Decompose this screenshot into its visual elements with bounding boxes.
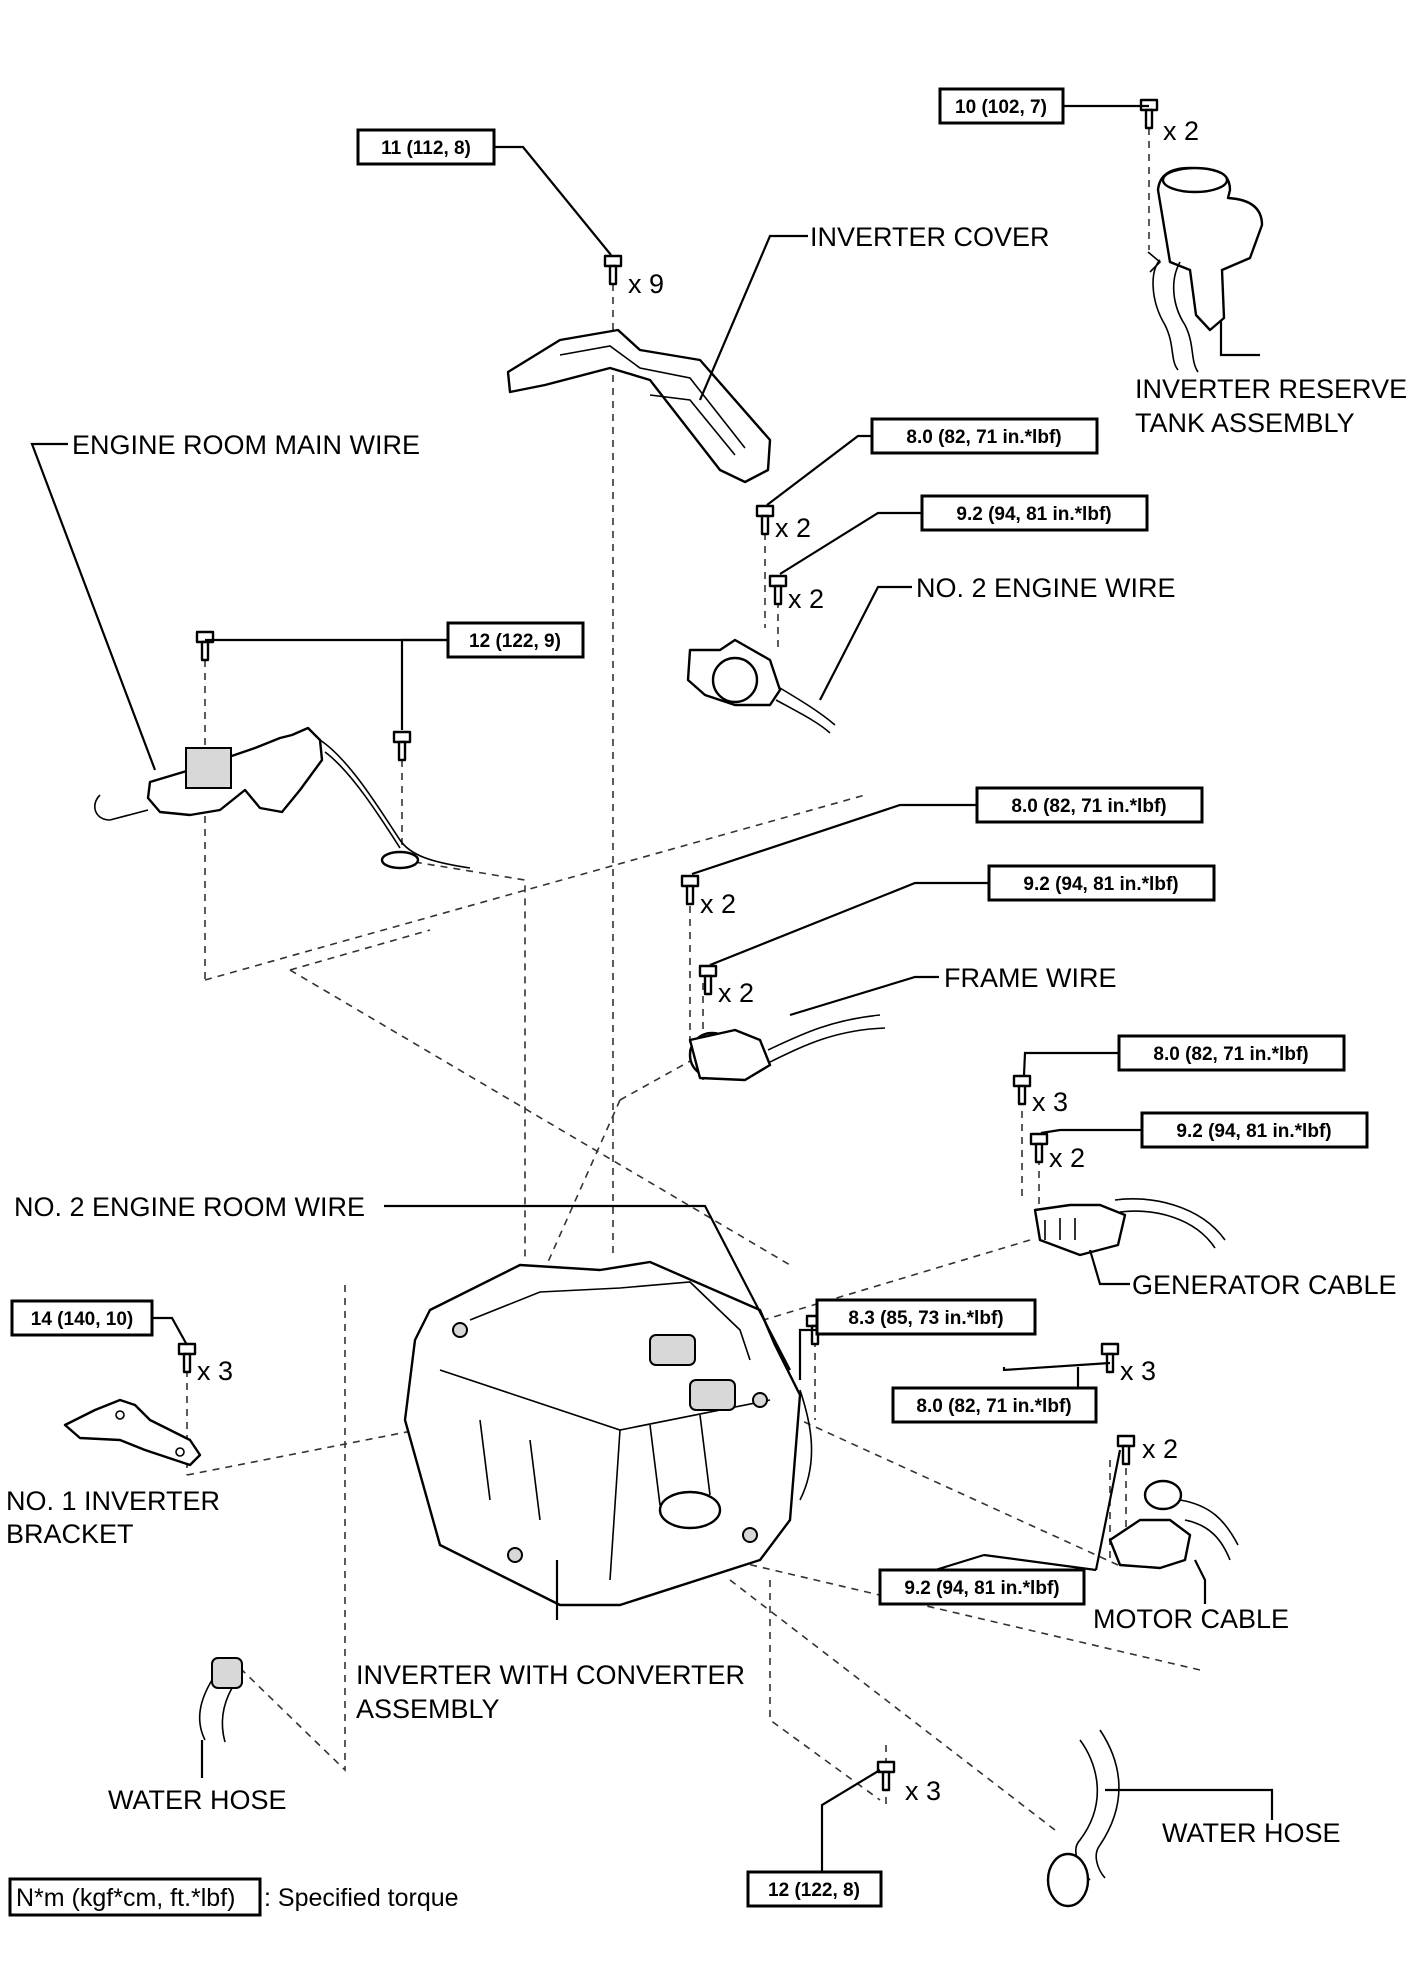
label-no1-bracket-line2: BRACKET [6,1519,134,1549]
label-water-hose-right: WATER HOSE [1162,1818,1341,1848]
label-generator-cable: GENERATOR CABLE [1132,1270,1397,1300]
svg-text:8.0 (82, 71 in.*lbf): 8.0 (82, 71 in.*lbf) [906,427,1061,448]
svg-text:12 (122, 9): 12 (122, 9) [469,631,561,652]
torque-box-no2ew-b: 9.2 (94, 81 in.*lbf) [920,494,1149,532]
bolt-icons [177,98,1159,1792]
label-frame-wire: FRAME WIRE [944,963,1117,993]
no1-inverter-bracket-part [63,1398,202,1467]
svg-text:x 2: x 2 [1163,116,1199,146]
svg-text:8.0 (82, 71 in.*lbf): 8.0 (82, 71 in.*lbf) [1011,796,1166,817]
svg-text:x 2: x 2 [700,889,736,919]
bolt-icon [1139,98,1159,130]
inverter-converter-part [403,1260,813,1607]
bolt-icon [1116,1434,1136,1466]
label-water-hose-left: WATER HOSE [108,1785,287,1815]
svg-text:x 3: x 3 [1120,1356,1156,1386]
legend-text: : Specified torque [264,1884,459,1912]
svg-text:x 2: x 2 [1142,1434,1178,1464]
label-inverter-converter-line2: ASSEMBLY [356,1694,500,1724]
svg-text:x 3: x 3 [905,1776,941,1806]
torque-box-no2ew-a: 8.0 (82, 71 in.*lbf) [870,417,1099,455]
torque-box-cover: 11 (112, 8) [356,128,496,166]
torque-box-bottom: 12 (122, 8) [746,1870,883,1908]
label-no2-engine-room-wire: NO. 2 ENGINE ROOM WIRE [14,1192,365,1222]
svg-text:11 (112, 8): 11 (112, 8) [381,138,471,159]
bolt-icon [755,504,775,536]
no2-engine-wire-part [686,638,836,734]
torque-box-main-wire: 12 (122, 9) [446,621,585,659]
torque-box-bracket: 14 (140, 10) [10,1299,154,1337]
svg-text:10 (102, 7): 10 (102, 7) [955,97,1047,118]
svg-text:8.0 (82, 71 in.*lbf): 8.0 (82, 71 in.*lbf) [1153,1044,1308,1065]
bolt-icon [177,1342,197,1374]
label-reserve-tank-line1: INVERTER RESERVE [1135,374,1407,404]
svg-text:8.0 (82, 71 in.*lbf): 8.0 (82, 71 in.*lbf) [916,1396,1071,1417]
bolt-icon [876,1760,896,1792]
torque-box-gen-a: 8.0 (82, 71 in.*lbf) [1117,1034,1346,1072]
svg-text:x 2: x 2 [788,584,824,614]
bolt-icon [1100,1342,1120,1374]
bolt-icon [603,254,623,286]
torque-box-tank: 10 (102, 7) [938,87,1065,125]
svg-text:x 2: x 2 [718,978,754,1008]
bolt-icon [680,874,700,906]
bolt-quantities: x 2 x 9 x 2 x 2 x 2 x 2 x 3 x 2 x 3 x 3 … [197,116,1199,1806]
torque-box-gen-b: 9.2 (94, 81 in.*lbf) [1140,1111,1369,1149]
svg-text:9.2 (94, 81 in.*lbf): 9.2 (94, 81 in.*lbf) [1023,874,1178,895]
torque-legend: N*m (kgf*cm, ft.*lbf) : Specified torque [8,1877,459,1917]
svg-text:x 2: x 2 [775,513,811,543]
motor-cable-part [1108,1479,1239,1570]
torque-box-frame-b: 9.2 (94, 81 in.*lbf) [987,864,1216,902]
generator-cable-part [1033,1197,1226,1257]
bolt-icon [698,964,718,996]
svg-text:x 9: x 9 [628,269,664,299]
bolt-icon [1029,1132,1049,1164]
svg-text:9.2 (94, 81 in.*lbf): 9.2 (94, 81 in.*lbf) [904,1578,1059,1599]
bolt-icon [768,574,788,606]
bolt-icon [195,630,215,662]
torque-box-no2erw: 8.3 (85, 73 in.*lbf) [815,1298,1037,1336]
svg-text:9.2 (94, 81 in.*lbf): 9.2 (94, 81 in.*lbf) [1176,1121,1331,1142]
svg-text:9.2 (94, 81 in.*lbf): 9.2 (94, 81 in.*lbf) [956,504,1111,525]
label-inverter-converter-line1: INVERTER WITH CONVERTER [356,1660,745,1690]
label-no2-engine-wire: NO. 2 ENGINE WIRE [916,573,1176,603]
label-inverter-cover: INVERTER COVER [810,222,1050,252]
part-labels: INVERTER COVER INVERTER RESERVE TANK ASS… [6,222,1407,1848]
inverter-cover-part [506,328,772,484]
water-hose-left-part [198,1657,243,1743]
inverter-reserve-tank-part [1147,166,1264,373]
label-reserve-tank-line2: TANK ASSEMBLY [1135,408,1355,438]
svg-text:8.3 (85, 73 in.*lbf): 8.3 (85, 73 in.*lbf) [848,1308,1003,1329]
torque-specs: 10 (102, 7) 11 (112, 8) 8.0 (82, 71 in.*… [10,87,1369,1908]
bolt-icon [392,730,412,762]
label-motor-cable: MOTOR CABLE [1093,1604,1289,1634]
torque-box-motor-b: 9.2 (94, 81 in.*lbf) [878,1568,1086,1606]
water-hose-right-part [1046,1729,1120,1908]
engine-room-main-wire-part [94,726,471,870]
svg-text:x 3: x 3 [197,1356,233,1386]
leader-lines [30,104,1274,1872]
frame-wire-part [688,1014,886,1082]
svg-text:x 2: x 2 [1049,1143,1085,1173]
svg-text:14 (140, 10): 14 (140, 10) [31,1309,133,1330]
svg-text:x 3: x 3 [1032,1087,1068,1117]
torque-box-motor-a: 8.0 (82, 71 in.*lbf) [891,1386,1098,1424]
label-no1-bracket-line1: NO. 1 INVERTER [6,1486,220,1516]
svg-text:12 (122, 8): 12 (122, 8) [768,1880,860,1901]
label-engine-room-main-wire: ENGINE ROOM MAIN WIRE [72,430,420,460]
torque-box-frame-a: 8.0 (82, 71 in.*lbf) [975,786,1204,824]
bolt-icon [1012,1074,1032,1106]
legend-unit: N*m (kgf*cm, ft.*lbf) [16,1884,235,1912]
